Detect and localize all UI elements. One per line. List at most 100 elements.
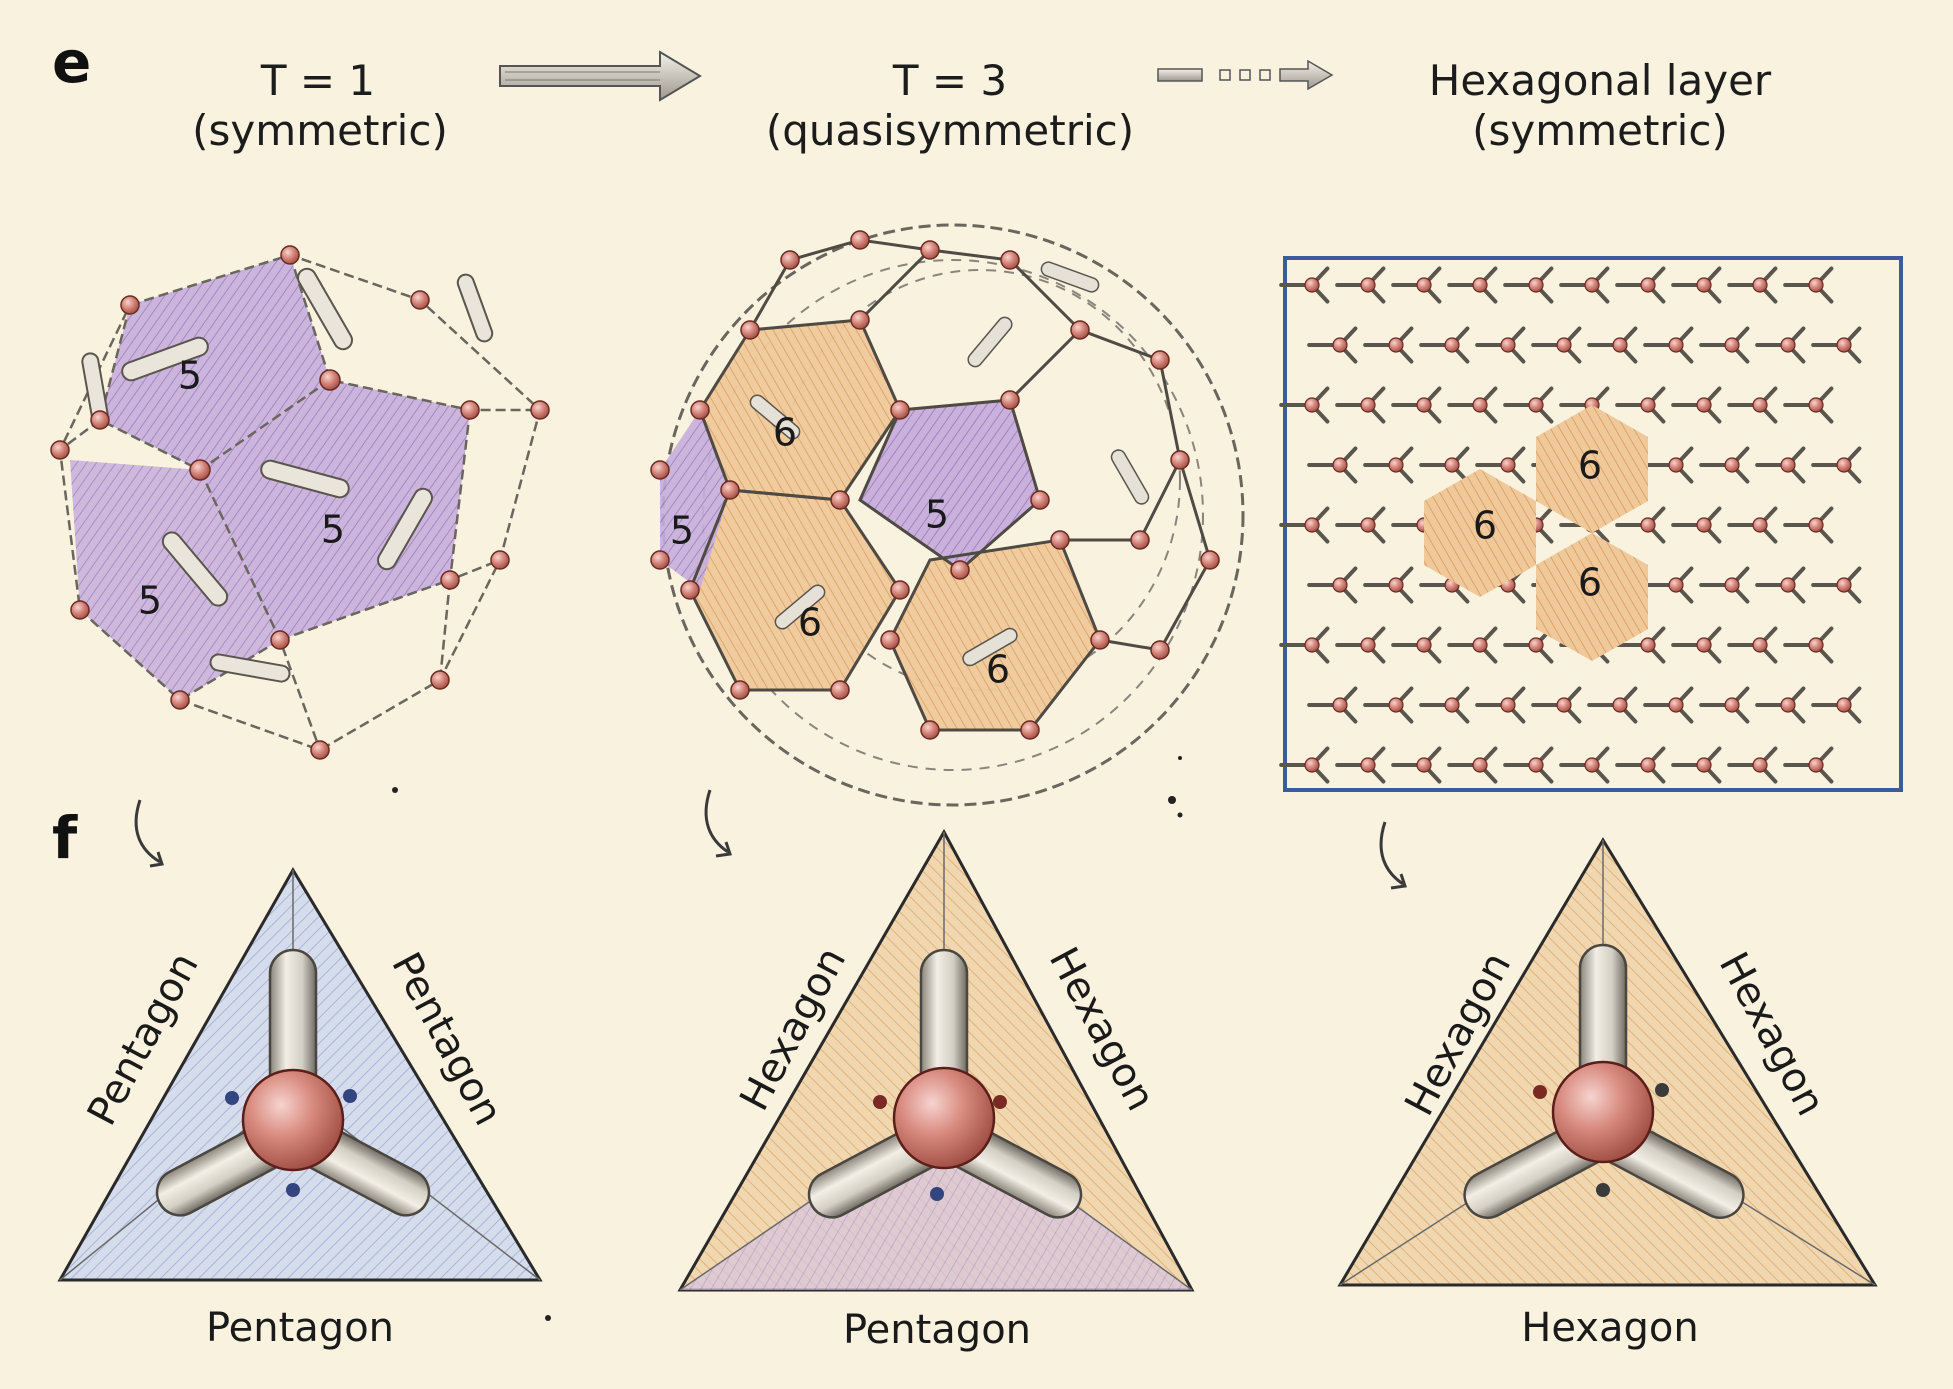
curved-arrow-icon xyxy=(134,799,164,868)
lattice-node xyxy=(1696,637,1712,653)
ring-size-label: 6 xyxy=(1578,444,1602,488)
lattice-node xyxy=(1416,757,1432,773)
lattice-node xyxy=(1668,697,1684,713)
motif-pentagon-pentagon-pentagon: Pentagon Pentagon Pentagon xyxy=(57,867,543,1351)
ring-size-label: 6 xyxy=(1578,561,1602,605)
lattice-node xyxy=(1640,637,1656,653)
lattice-node xyxy=(1808,517,1824,533)
ring-size-label: 6 xyxy=(773,411,797,455)
heading-t3-sub: (quasisymmetric) xyxy=(766,106,1134,155)
heading-t3: T = 3 xyxy=(892,56,1007,105)
lattice-node xyxy=(1360,277,1376,293)
lattice-node xyxy=(1416,277,1432,293)
lattice-node xyxy=(1472,397,1488,413)
lattice-node xyxy=(1304,517,1320,533)
lattice-node xyxy=(1752,757,1768,773)
lattice-node xyxy=(1416,637,1432,653)
lattice-node xyxy=(1640,757,1656,773)
lattice-node xyxy=(1668,577,1684,593)
lattice-node xyxy=(1668,337,1684,353)
lattice-node xyxy=(1528,397,1544,413)
lattice-node xyxy=(1836,577,1852,593)
lattice-node xyxy=(1444,457,1460,473)
lattice-node xyxy=(1752,517,1768,533)
motif-hexagon-hexagon-pentagon: Hexagon Hexagon Pentagon xyxy=(677,828,1195,1353)
heading-t1: T = 1 xyxy=(260,56,375,105)
lattice-node xyxy=(1528,757,1544,773)
lattice-node xyxy=(1472,637,1488,653)
lattice-node xyxy=(1696,277,1712,293)
hexagon-face xyxy=(1424,469,1536,597)
lattice-node xyxy=(1780,457,1796,473)
pentagon-face xyxy=(660,410,730,590)
lattice-node xyxy=(1388,697,1404,713)
hexagon-face xyxy=(700,320,900,500)
face-label: Hexagon xyxy=(1521,1305,1698,1351)
lattice-node xyxy=(1752,637,1768,653)
lattice-node xyxy=(1640,517,1656,533)
lattice-node xyxy=(1388,577,1404,593)
lattice-node xyxy=(1444,697,1460,713)
lattice-node xyxy=(1584,757,1600,773)
curved-arrow-icon xyxy=(1379,821,1407,890)
lattice-node xyxy=(1724,337,1740,353)
lattice-node xyxy=(1836,457,1852,473)
transition-arrow xyxy=(499,50,702,102)
lattice-node xyxy=(1332,457,1348,473)
lattice-node xyxy=(1612,697,1628,713)
hexagon-lattice xyxy=(1279,266,1862,784)
pentagon-face xyxy=(70,460,280,700)
dashed-transition-arrow xyxy=(1157,59,1334,91)
hexagon-face xyxy=(890,540,1100,730)
lattice-node xyxy=(1500,697,1516,713)
hexagon-face xyxy=(1536,533,1648,661)
hexagon-face xyxy=(690,490,900,690)
heading-t1-sub: (symmetric) xyxy=(192,106,448,155)
ink-speck xyxy=(392,756,1183,1321)
lattice-node xyxy=(1612,337,1628,353)
lattice-node xyxy=(1304,757,1320,773)
lattice-node xyxy=(1416,397,1432,413)
lattice-node xyxy=(1472,757,1488,773)
lattice-node xyxy=(1528,637,1544,653)
curved-arrow-icon xyxy=(704,789,732,858)
lattice-node xyxy=(1780,697,1796,713)
lattice-node xyxy=(1332,577,1348,593)
pentagon-face xyxy=(100,255,330,470)
lattice-node xyxy=(1500,337,1516,353)
t3-cage: 6 5 5 6 6 xyxy=(650,223,1245,807)
lattice-node xyxy=(1808,757,1824,773)
lattice-node xyxy=(1304,637,1320,653)
lattice-node xyxy=(1696,397,1712,413)
heading-hex: Hexagonal layer xyxy=(1429,56,1772,105)
lattice-node xyxy=(1444,337,1460,353)
lattice-node xyxy=(1304,277,1320,293)
lattice-node xyxy=(1584,277,1600,293)
lattice-node xyxy=(1472,277,1488,293)
lattice-node xyxy=(1752,277,1768,293)
lattice-node xyxy=(1724,697,1740,713)
hexagonal-layer: 6 6 6 xyxy=(1279,256,1903,792)
panel-letter-e: e xyxy=(52,28,91,96)
panel-letter-f: f xyxy=(52,804,78,872)
hexagon-face xyxy=(1536,405,1648,533)
pentagon-face xyxy=(860,400,1040,570)
lattice-node xyxy=(1836,697,1852,713)
face-label: Pentagon xyxy=(206,1305,394,1351)
lattice-node xyxy=(1780,337,1796,353)
lattice-node xyxy=(1640,397,1656,413)
lattice-node xyxy=(1724,457,1740,473)
ring-size-label: 5 xyxy=(138,579,162,623)
ring-size-label: 5 xyxy=(925,493,949,537)
lattice-node xyxy=(1696,517,1712,533)
lattice-node xyxy=(1696,757,1712,773)
lattice-node xyxy=(1808,397,1824,413)
lattice-node xyxy=(1752,397,1768,413)
lattice-node xyxy=(1332,697,1348,713)
lattice-node xyxy=(1808,277,1824,293)
lattice-node xyxy=(1668,457,1684,473)
lattice-node xyxy=(1360,757,1376,773)
heading-hex-sub: (symmetric) xyxy=(1472,106,1728,155)
ring-size-label: 6 xyxy=(986,648,1010,692)
